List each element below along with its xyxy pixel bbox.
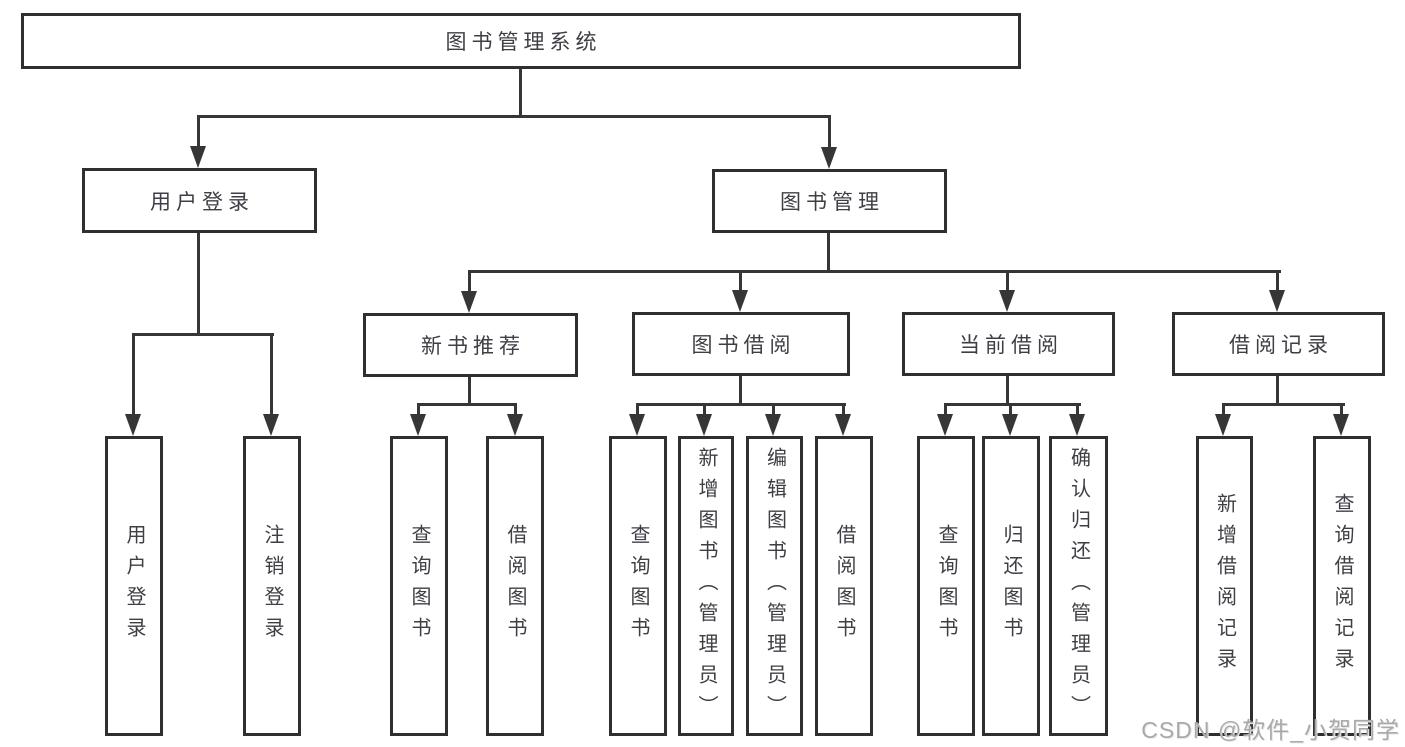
leaf-add-book-admin: 新增图书（管理员） — [678, 436, 734, 736]
connector-line — [519, 69, 522, 118]
connector-line — [1006, 270, 1009, 292]
leaf-edit-book-admin: 编辑图书（管理员） — [746, 436, 803, 736]
node-root-library-system: 图书管理系统 — [21, 13, 1021, 69]
leaf-add-borrow-record: 新增借阅记录 — [1196, 436, 1253, 736]
connector-line — [739, 270, 742, 292]
node-book-management-branch: 图书管理 — [712, 169, 947, 233]
connector-line — [197, 233, 200, 336]
connector-line — [772, 403, 775, 416]
connector-line — [636, 403, 639, 416]
connector-line — [468, 377, 471, 406]
connector-line — [132, 333, 274, 336]
connector-line — [1222, 403, 1345, 406]
connector-line — [197, 115, 200, 148]
connector-line — [132, 333, 135, 416]
arrow-down-icon — [937, 414, 953, 436]
csdn-watermark: CSDN @软件_小贺同学 — [1141, 717, 1400, 743]
connector-line — [1276, 376, 1279, 406]
arrow-down-icon — [125, 414, 141, 436]
leaf-query-books-borrowing: 查询图书 — [609, 436, 667, 736]
arrow-down-icon — [1269, 290, 1285, 312]
arrow-down-icon — [1215, 414, 1231, 436]
node-new-book-recommend: 新书推荐 — [363, 313, 578, 377]
arrow-down-icon — [835, 414, 851, 436]
connector-line — [270, 333, 273, 416]
leaf-return-books: 归还图书 — [982, 436, 1040, 736]
arrow-down-icon — [1333, 414, 1349, 436]
connector-line — [1222, 403, 1225, 416]
leaf-logout: 注销登录 — [243, 436, 301, 736]
arrow-down-icon — [507, 414, 523, 436]
node-current-borrowing: 当前借阅 — [902, 312, 1115, 376]
connector-line — [739, 376, 742, 406]
connector-line — [1009, 403, 1012, 416]
connector-line — [1340, 403, 1343, 416]
connector-line — [828, 115, 831, 149]
connector-line — [827, 233, 830, 273]
arrow-down-icon — [821, 147, 837, 169]
connector-line — [842, 403, 845, 416]
connector-line — [944, 403, 947, 416]
connector-line — [468, 270, 1281, 273]
node-book-borrowing: 图书借阅 — [632, 312, 850, 376]
arrow-down-icon — [1002, 414, 1018, 436]
arrow-down-icon — [263, 414, 279, 436]
connector-line — [198, 115, 831, 118]
arrow-down-icon — [696, 414, 712, 436]
connector-line — [1006, 376, 1009, 406]
arrow-down-icon — [410, 414, 426, 436]
arrow-down-icon — [765, 414, 781, 436]
connector-line — [703, 403, 706, 416]
leaf-borrow-books-recommend: 借阅图书 — [486, 436, 544, 736]
node-borrowing-records: 借阅记录 — [1172, 312, 1385, 376]
connector-line — [514, 403, 517, 416]
connector-line — [1276, 270, 1279, 292]
arrow-down-icon — [190, 146, 206, 168]
arrow-down-icon — [1069, 414, 1085, 436]
connector-line — [944, 403, 1081, 406]
leaf-query-books-current: 查询图书 — [917, 436, 975, 736]
connector-line — [636, 403, 846, 406]
connector-line — [417, 403, 420, 416]
connector-line — [468, 270, 471, 293]
leaf-user-login: 用户登录 — [105, 436, 163, 736]
connector-line — [417, 403, 517, 406]
arrow-down-icon — [999, 290, 1015, 312]
leaf-borrow-books: 借阅图书 — [815, 436, 873, 736]
arrow-down-icon — [461, 291, 477, 313]
leaf-query-books-recommend: 查询图书 — [390, 436, 448, 736]
arrow-down-icon — [629, 414, 645, 436]
leaf-confirm-return-admin: 确认归还（管理员） — [1049, 436, 1108, 736]
connector-line — [1076, 403, 1079, 416]
node-user-login-branch: 用户登录 — [82, 168, 317, 233]
arrow-down-icon — [732, 290, 748, 312]
leaf-query-borrow-record: 查询借阅记录 — [1313, 436, 1371, 736]
